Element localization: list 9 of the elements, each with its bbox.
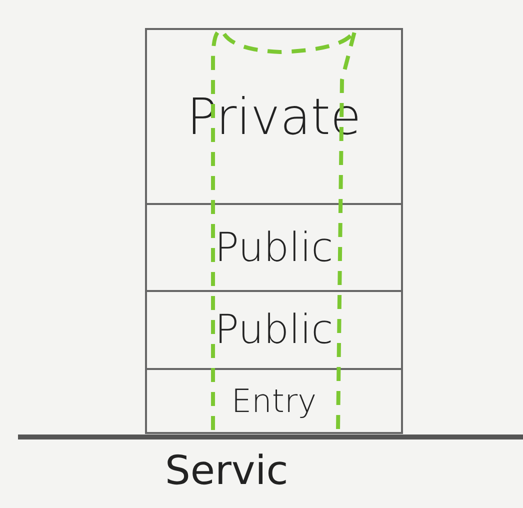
floor-label: Public: [214, 224, 334, 270]
floor-label: Private: [186, 88, 362, 146]
service-label: Servic: [165, 448, 288, 494]
floor-box: [145, 28, 403, 205]
floor-box: [145, 290, 403, 370]
floor-box: [145, 368, 403, 434]
floor-label: Public: [214, 307, 334, 353]
floor-label: Entry: [231, 382, 317, 420]
floor-box: [145, 203, 403, 292]
